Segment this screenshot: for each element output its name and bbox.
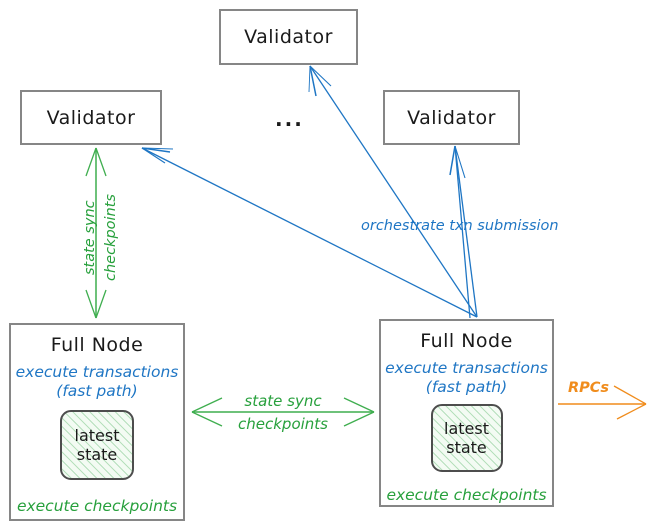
fullnode-right-blue-line-1: execute transactions (385, 359, 548, 377)
fullnode-left-blue-line-1: execute transactions (15, 363, 179, 381)
node-validator-right[interactable]: Validator (383, 90, 520, 145)
blue-edges (141, 65, 478, 319)
edge-label-rpcs: RPCs (568, 380, 610, 396)
edge-fullnode-right-to-validator-left (141, 147, 478, 318)
validators-ellipsis: ... (275, 107, 304, 131)
validator-right-label: Validator (407, 106, 496, 129)
fullnode-left-title: Full Node (50, 334, 144, 356)
edge-label-left-state-sync: state sync (82, 200, 98, 275)
fullnode-left-latest-state-box[interactable]: latest state (60, 410, 134, 480)
fullnode-right-title: Full Node (420, 330, 513, 352)
edge-fullnode-right-to-validator-right-2 (454, 145, 471, 319)
orange-rpc-edge (558, 385, 647, 420)
fullnode-left-green-footer: execute checkpoints (16, 497, 178, 515)
fullnode-right-latest-state-box[interactable]: latest state (430, 404, 503, 472)
fullnode-left-blue-text: execute transactions (fast path) (16, 363, 179, 401)
fullnode-left-state-line-1: latest (74, 426, 120, 445)
edge-label-left-checkpoints: checkpoints (103, 194, 119, 281)
edge-fullnode-right-to-validator-right (454, 145, 478, 318)
fullnode-right-blue-text: execute transactions (fast path) (385, 359, 548, 397)
fullnode-right-state-line-1: latest (444, 419, 489, 438)
edge-fullnode-right-to-validator-top (309, 65, 478, 318)
green-horizontal-edge (191, 397, 375, 427)
node-fullnode-right[interactable]: Full Node execute transactions (fast pat… (379, 319, 554, 507)
validator-left-label: Validator (46, 106, 136, 129)
edge-label-center-state-sync: state sync (244, 392, 322, 410)
fullnode-left-state-line-2: state (76, 445, 118, 464)
fullnode-right-blue-line-2: (fast path) (425, 378, 508, 396)
fullnode-left-blue-line-2: (fast path) (56, 382, 138, 400)
fullnode-right-green-footer: execute checkpoints (386, 486, 547, 504)
node-validator-left[interactable]: Validator (20, 90, 162, 145)
node-validator-top[interactable]: Validator (219, 9, 358, 65)
node-fullnode-left[interactable]: Full Node execute transactions (fast pat… (9, 323, 185, 521)
edge-label-orchestrate: orchestrate txn submission (361, 218, 559, 234)
green-vertical-edge (85, 147, 107, 319)
validator-top-label: Validator (244, 26, 333, 48)
fullnode-right-state-line-2: state (446, 438, 487, 457)
edge-label-center-checkpoints: checkpoints (238, 415, 328, 433)
